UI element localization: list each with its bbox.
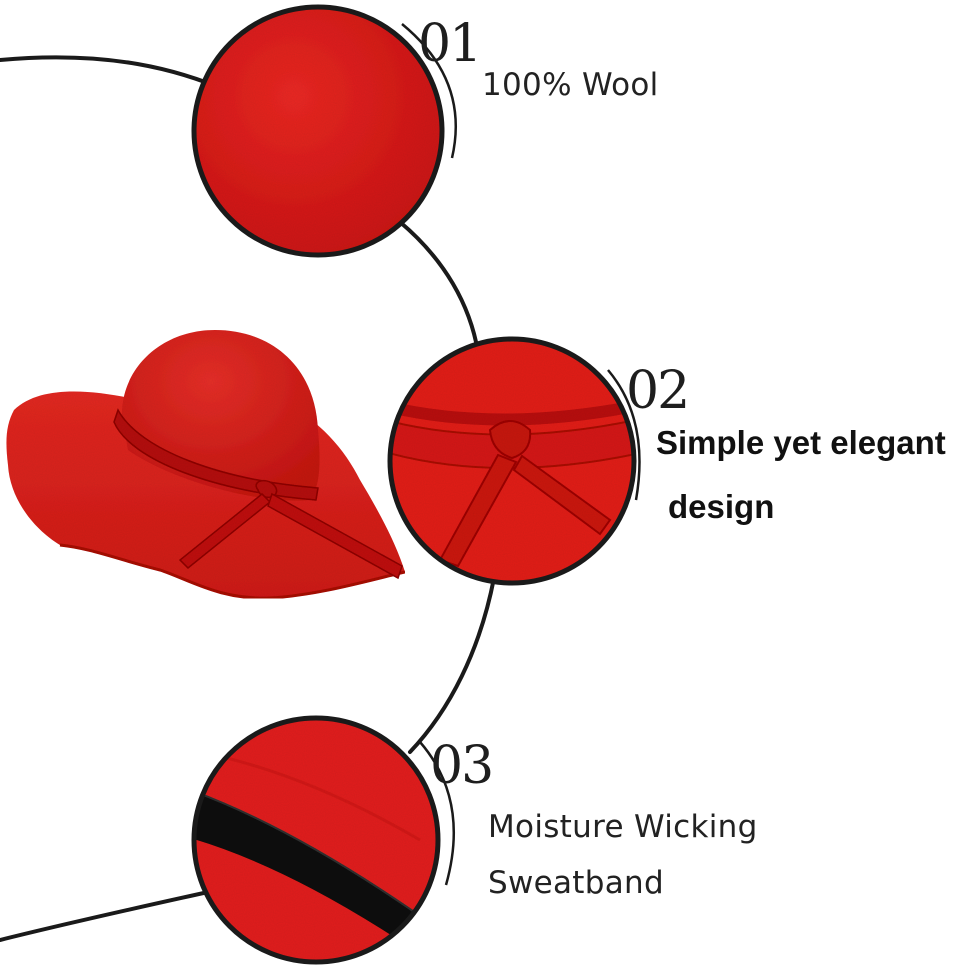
ribbon-swatch-ring: [387, 336, 637, 586]
feature-number-01: 01: [418, 14, 482, 74]
feature-label-design-line1: Simple yet elegant: [656, 424, 946, 461]
feature-label-design-line2: design: [668, 488, 775, 525]
accent-arc-1: [401, 23, 457, 159]
feature-label-sweatband-line2: Sweatband: [488, 865, 664, 901]
feature-number-03: 03: [430, 736, 494, 796]
ribbon-swatch: [390, 339, 634, 583]
feature-label-wool: 100% Wool: [482, 67, 659, 103]
sweatband-swatch: [194, 718, 438, 962]
hat-ribbon: [113, 408, 319, 501]
accent-arc-3: [419, 741, 456, 886]
feature-number-02: 02: [626, 361, 690, 421]
wool-swatch-ring: [191, 4, 445, 258]
accent-arc-2: [607, 369, 641, 501]
sweatband-swatch-ring: [191, 715, 441, 965]
feature-label-sweatband-line1: Moisture Wicking: [488, 809, 758, 845]
hat-image: [6, 330, 406, 600]
connector-arc: [0, 55, 496, 942]
wool-swatch: [194, 7, 442, 255]
